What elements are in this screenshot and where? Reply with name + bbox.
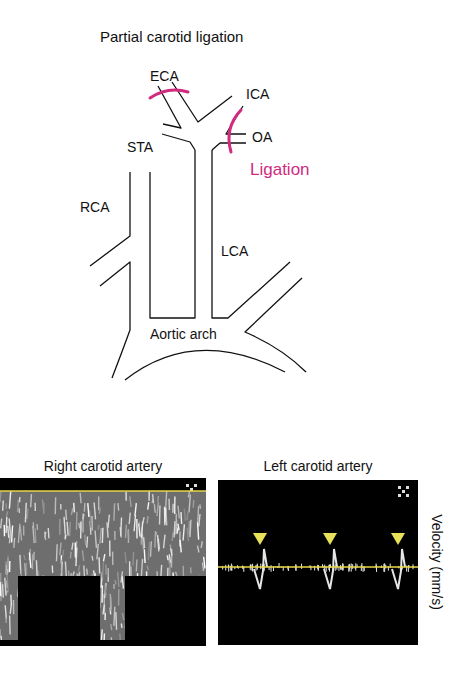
doppler-panel: Left carotid artery <box>218 458 418 645</box>
ligature-mark <box>150 90 188 98</box>
beat-marker <box>253 533 267 545</box>
baseline <box>218 566 418 568</box>
vessel-wall <box>125 350 285 380</box>
vessel-wall <box>100 262 130 378</box>
vessel-label: ECA <box>150 68 179 84</box>
axis-label: Velocity (mm/s) <box>429 514 445 610</box>
vessel-wall <box>245 278 306 372</box>
panel-heading: Left carotid artery <box>218 458 418 474</box>
vessel-walls <box>90 82 306 380</box>
ligation-label: Ligation <box>250 160 310 180</box>
vessel-wall <box>90 172 130 266</box>
vessel-label: ICA <box>246 86 269 102</box>
doppler-spectrum <box>218 480 418 645</box>
ligature-marks <box>150 90 241 152</box>
vessel-label: LCA <box>221 243 248 259</box>
beat-marker <box>391 533 405 545</box>
flow-spikes <box>223 549 414 589</box>
vessel-wall <box>172 82 232 122</box>
vessel-wall <box>162 134 195 150</box>
flow-spectrum <box>0 491 206 646</box>
vessel-label: OA <box>252 129 272 145</box>
ligature-mark <box>229 110 241 152</box>
vessel-wall <box>150 150 195 318</box>
figure-title: Partial carotid ligation <box>100 28 243 45</box>
doppler-spectrum <box>0 478 206 646</box>
panel-heading: Right carotid artery <box>0 458 206 474</box>
vessel-label: STA <box>127 139 153 155</box>
beat-marker <box>323 533 337 545</box>
vessel-label: RCA <box>80 199 110 215</box>
doppler-panel: Right carotid artery <box>0 458 206 646</box>
vessel-label: Aortic arch <box>150 326 217 342</box>
panel-ground <box>0 478 206 646</box>
panel-ground <box>218 480 418 645</box>
scale-icon <box>398 486 409 497</box>
baseline <box>0 490 206 492</box>
